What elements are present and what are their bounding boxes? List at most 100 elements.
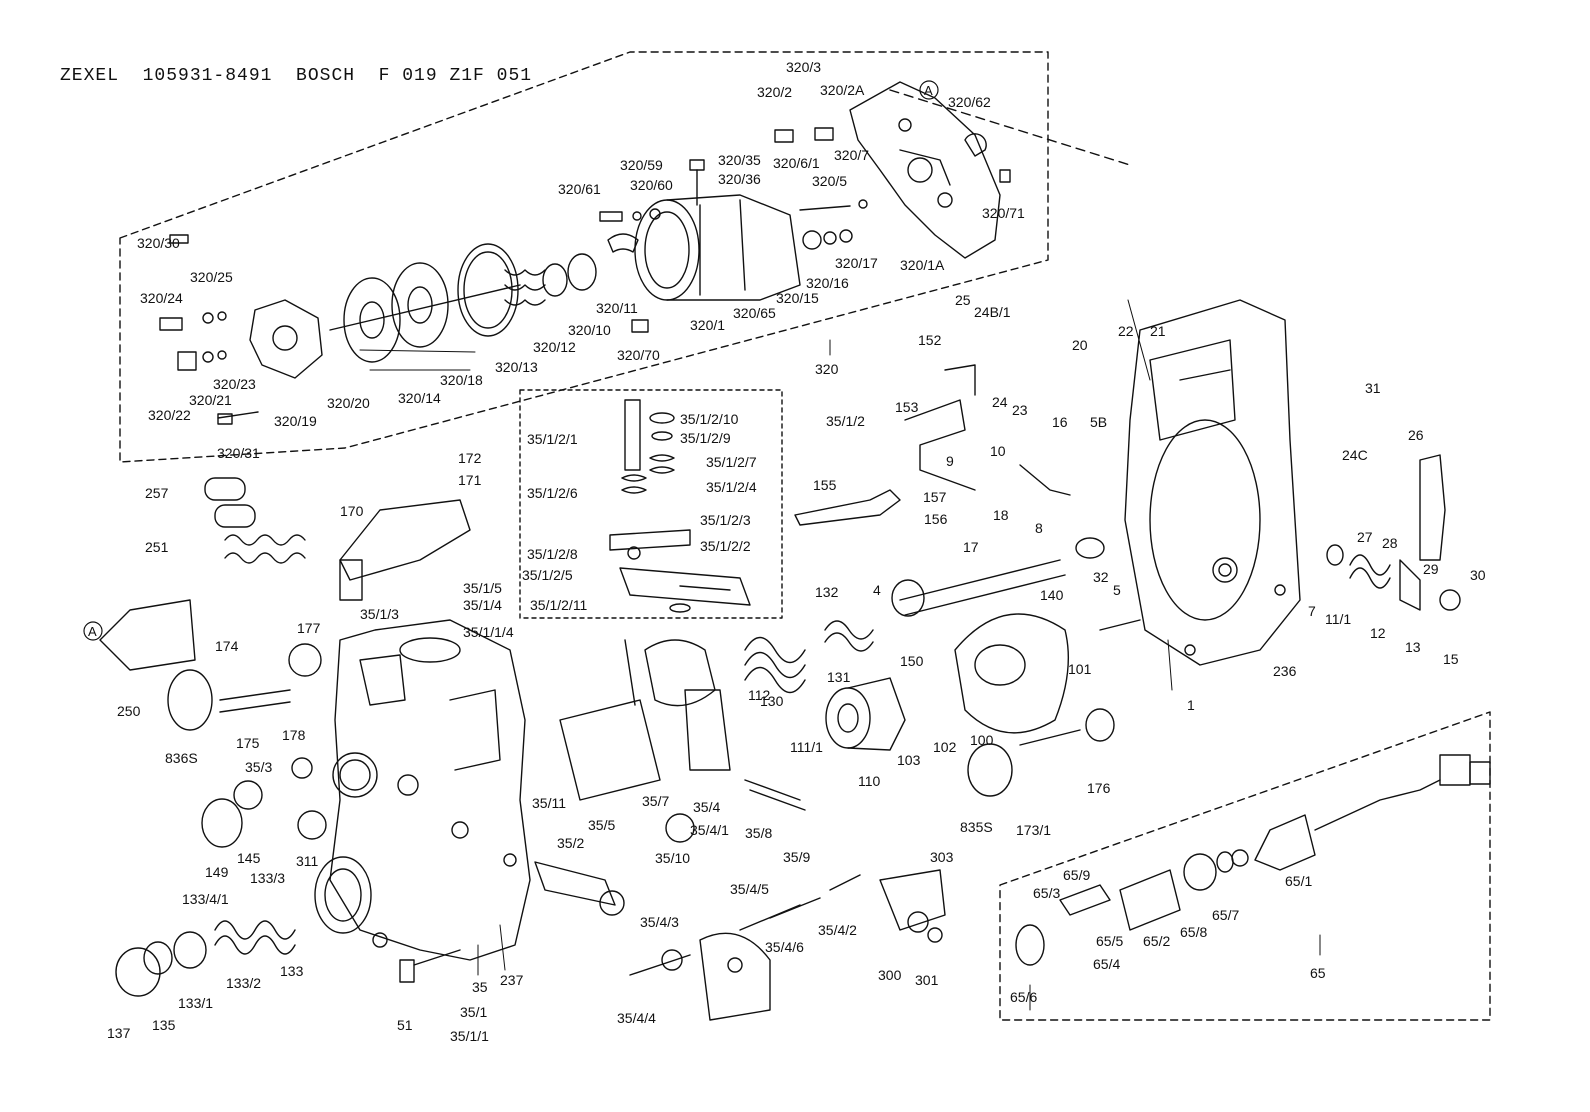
part-label: 24 bbox=[992, 394, 1008, 410]
part-label: 35/3 bbox=[245, 759, 272, 775]
part-label: 35/4/4 bbox=[617, 1010, 656, 1026]
part-label: 311 bbox=[296, 853, 319, 869]
part-label: 24B/1 bbox=[974, 304, 1011, 320]
part-label: 35/4/2 bbox=[818, 922, 857, 938]
part-label: 35/1/2/8 bbox=[527, 546, 578, 562]
part-label: 133/4/1 bbox=[182, 891, 229, 907]
part-label: 137 bbox=[107, 1025, 131, 1041]
governor-diaphragm-stack bbox=[329, 243, 597, 363]
part-label: 51 bbox=[397, 1017, 413, 1033]
part-label: 35/11 bbox=[532, 795, 566, 811]
part-label: 176 bbox=[1087, 780, 1111, 796]
linkage-155-17 bbox=[794, 364, 1071, 526]
governor-flyweight-cage bbox=[1124, 299, 1301, 666]
part-label: 23 bbox=[1012, 402, 1028, 418]
part-label: 170 bbox=[340, 503, 364, 519]
part-label: 7 bbox=[1308, 603, 1316, 619]
part-label: 135 bbox=[152, 1017, 176, 1033]
governor-end-cover bbox=[249, 299, 323, 379]
part-label: 20 bbox=[1072, 337, 1088, 353]
part-label: 320/5 bbox=[812, 173, 847, 189]
part-label: 35/8 bbox=[745, 825, 772, 841]
part-label: 320/6/1 bbox=[773, 155, 820, 171]
misc-parts-right-lower bbox=[967, 544, 1461, 797]
drive-shaft bbox=[891, 537, 1105, 617]
part-label: 35/1/1 bbox=[450, 1028, 489, 1044]
part-label: 65/5 bbox=[1096, 933, 1123, 949]
reference-marker-label: A bbox=[924, 83, 933, 98]
part-label: 31 bbox=[1365, 380, 1381, 396]
part-label: 35/7 bbox=[642, 793, 669, 809]
part-label: 155 bbox=[813, 477, 837, 493]
part-label: 257 bbox=[145, 485, 169, 501]
part-label: 111/1 bbox=[790, 739, 823, 755]
governor-cover-plate bbox=[849, 81, 1001, 259]
part-label: 320/23 bbox=[213, 376, 256, 392]
part-label: 35/1/2 bbox=[826, 413, 865, 429]
part-label: 35/1/2/10 bbox=[680, 411, 739, 427]
part-label: 22 bbox=[1118, 323, 1134, 339]
drawing-title: ZEXEL 105931-8491 BOSCH F 019 Z1F 051 bbox=[60, 66, 533, 86]
part-label: 130 bbox=[760, 693, 784, 709]
part-label: 133/2 bbox=[226, 975, 261, 991]
part-label: 65/6 bbox=[1010, 989, 1037, 1005]
part-label: 65/4 bbox=[1093, 956, 1120, 972]
part-labels: 320/3 320/2 320/2A 320/62 320/35 320/36 … bbox=[107, 59, 1486, 1044]
part-label: 65 bbox=[1310, 965, 1326, 981]
part-label: 320/20 bbox=[327, 395, 370, 411]
part-label: 173/1 bbox=[1016, 822, 1051, 838]
part-label: 835S bbox=[960, 819, 993, 835]
part-label: 35/1/2/6 bbox=[527, 485, 578, 501]
part-label: 133/3 bbox=[250, 870, 285, 886]
part-label: 320/15 bbox=[776, 290, 819, 306]
part-label: 27 bbox=[1357, 529, 1373, 545]
timer-plate-35-5 bbox=[559, 639, 731, 801]
part-label: 25 bbox=[955, 292, 971, 308]
group-65-outline bbox=[999, 711, 1491, 1021]
part-label: 35/5 bbox=[588, 817, 615, 833]
part-label: 133/1 bbox=[178, 995, 213, 1011]
part-label: 320/10 bbox=[568, 322, 611, 338]
part-label: 320/16 bbox=[806, 275, 849, 291]
part-label: 30 bbox=[1470, 567, 1486, 583]
part-label: 320/14 bbox=[398, 390, 441, 406]
part-label: 35/1 bbox=[460, 1004, 487, 1020]
group-35-1-2-outline bbox=[519, 389, 783, 619]
part-label: 174 bbox=[215, 638, 239, 654]
part-label: 35/1/2/1 bbox=[527, 431, 578, 447]
reference-marker-a-left: A bbox=[83, 621, 103, 641]
part-label: 13 bbox=[1405, 639, 1421, 655]
part-label: 5 bbox=[1113, 582, 1121, 598]
part-label: 171 bbox=[458, 472, 482, 488]
small-fasteners-320 bbox=[159, 127, 1011, 425]
part-label: 131 bbox=[827, 669, 851, 685]
part-label: 32 bbox=[1093, 569, 1109, 585]
part-label: 320/70 bbox=[617, 347, 660, 363]
part-label: 320/12 bbox=[533, 339, 576, 355]
governor-housing bbox=[634, 194, 801, 301]
part-label: 26 bbox=[1408, 427, 1424, 443]
part-label: 29 bbox=[1423, 561, 1439, 577]
part-label: 157 bbox=[923, 489, 947, 505]
control-lever-26 bbox=[1349, 454, 1446, 611]
part-label: 156 bbox=[924, 511, 948, 527]
part-label: 15 bbox=[1443, 651, 1459, 667]
part-label: 140 bbox=[1040, 587, 1064, 603]
lever-assembly-35-1-2 bbox=[609, 399, 751, 613]
reference-a-line bbox=[889, 89, 1131, 166]
part-label: 836S bbox=[165, 750, 198, 766]
part-label: 320/1A bbox=[900, 257, 945, 273]
part-label: 320/19 bbox=[274, 413, 317, 429]
part-label: 35/4 bbox=[693, 799, 720, 815]
part-label: 320/60 bbox=[630, 177, 673, 193]
part-label: 35/9 bbox=[783, 849, 810, 865]
part-label: 237 bbox=[500, 972, 524, 988]
part-label: 251 bbox=[145, 539, 169, 555]
part-label: 35/1/4 bbox=[463, 597, 502, 613]
part-label: 35/2 bbox=[557, 835, 584, 851]
part-label: 35 bbox=[472, 979, 488, 995]
part-label: 5B bbox=[1090, 414, 1107, 430]
part-label: 35/1/2/11 bbox=[530, 597, 588, 613]
part-label: 65/3 bbox=[1033, 885, 1060, 901]
